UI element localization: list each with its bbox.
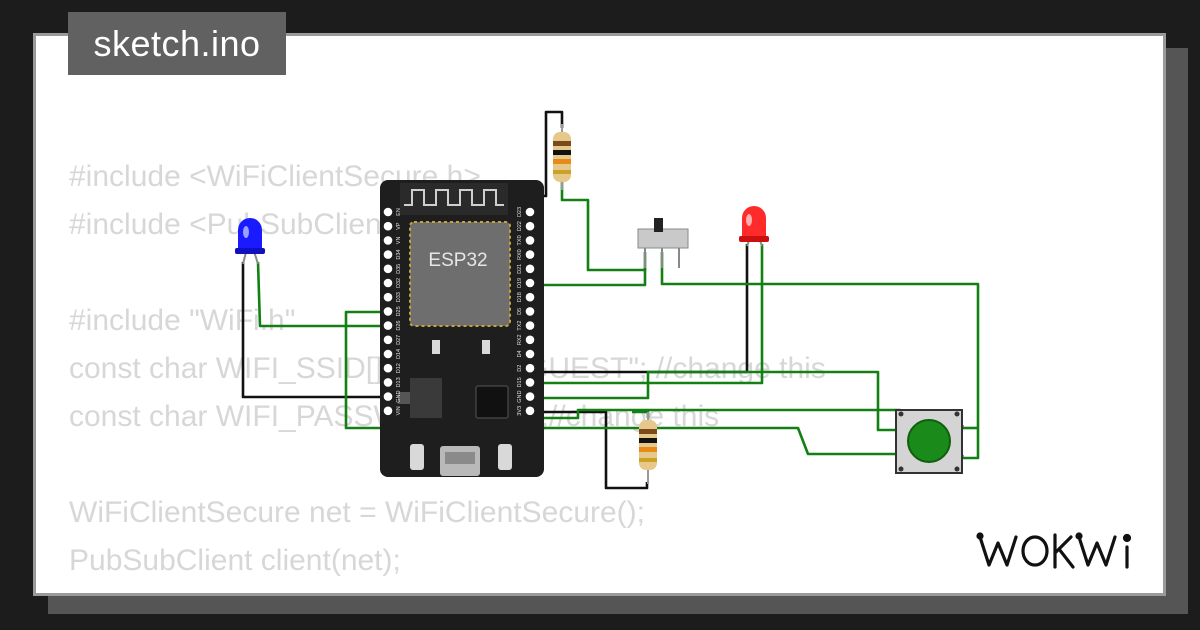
pin-label: GND — [396, 390, 402, 402]
pin-label: D26 — [396, 321, 402, 331]
pin-left-d32[interactable] — [383, 278, 393, 288]
pin-left-d34[interactable] — [383, 250, 393, 259]
wire-black-blue-led — [241, 262, 386, 399]
wire-black-bottom-resistor — [528, 410, 649, 490]
wire-green-bottom-resistor — [632, 410, 650, 418]
wire-green-d19 — [528, 268, 647, 287]
pin-label: D25 — [396, 306, 402, 316]
pin-label: D33 — [396, 292, 402, 302]
code-line: WiFiClientSecure net = WiFiClientSecure(… — [69, 496, 645, 529]
pin-left-vin[interactable] — [383, 406, 393, 416]
pin-right-d2[interactable] — [525, 363, 535, 373]
wire-green-blue-led — [256, 261, 386, 328]
pin-right-gnd[interactable] — [525, 392, 535, 401]
pin-label: D5 — [517, 308, 523, 315]
pin-label: D13 — [396, 377, 402, 387]
wire-green-top-resistor — [560, 182, 647, 272]
pin-right-rx2[interactable] — [525, 335, 535, 345]
pin-label: RX2 — [517, 334, 523, 345]
wire-black-red-led — [528, 244, 749, 374]
pin-right-tx0[interactable] — [525, 236, 535, 245]
pin-label: VN — [396, 237, 402, 245]
pin-left-d14[interactable] — [383, 349, 393, 359]
led-blue[interactable] — [235, 218, 265, 265]
pin-label: D35 — [396, 264, 402, 274]
pin-label: 3V3 — [517, 406, 523, 416]
pin-label: TX0 — [517, 235, 523, 245]
pin-right-rx0[interactable] — [525, 250, 535, 259]
pin-left-gnd[interactable] — [383, 392, 393, 401]
en-button[interactable] — [410, 444, 424, 470]
pin-left-vp[interactable] — [383, 221, 393, 231]
pin-right-d19[interactable] — [525, 278, 535, 288]
pin-label: D18 — [517, 292, 523, 302]
pin-left-d26[interactable] — [383, 321, 393, 330]
pin-label: D19 — [517, 278, 523, 288]
pin-right-tx2[interactable] — [525, 321, 535, 330]
pin-label: VIN — [396, 406, 402, 415]
pin-left-d33[interactable] — [383, 292, 393, 302]
pin-label: D22 — [517, 221, 523, 231]
pin-left-d13[interactable] — [383, 378, 393, 387]
pin-label: D14 — [396, 349, 402, 359]
pin-label: D23 — [517, 207, 523, 217]
pin-left-d27[interactable] — [383, 335, 393, 345]
esp32-board[interactable]: ESP32 ENVPVND34D35D32D33D25D26D27D14D12D… — [380, 180, 544, 477]
pin-label: D4 — [517, 350, 523, 357]
pin-right-d21[interactable] — [525, 264, 535, 274]
push-button-green[interactable] — [895, 409, 964, 474]
pin-label: VP — [396, 222, 402, 230]
pin-label: RX0 — [517, 249, 523, 260]
pin-label: D12 — [396, 363, 402, 373]
pin-left-d12[interactable] — [383, 363, 393, 373]
pin-right-d18[interactable] — [525, 292, 535, 302]
esp32-chip-label: ESP32 — [428, 250, 487, 271]
pin-right-d22[interactable] — [525, 221, 535, 231]
pin-label: D32 — [396, 278, 402, 288]
pin-left-en[interactable] — [383, 207, 393, 217]
pin-right-d15[interactable] — [525, 378, 535, 387]
pin-left-d35[interactable] — [383, 264, 393, 274]
wokwi-logo — [976, 532, 1132, 569]
pin-right-d5[interactable] — [525, 307, 535, 316]
pin-right-3v3[interactable] — [525, 406, 535, 416]
wire-green-d4 — [528, 370, 896, 432]
pin-left-d25[interactable] — [383, 307, 393, 316]
pin-label: D21 — [517, 264, 523, 274]
pin-label: EN — [396, 208, 402, 216]
pin-label: D34 — [396, 250, 402, 260]
pin-right-d4[interactable] — [525, 349, 535, 359]
code-line: PubSubClient client(net); — [69, 544, 401, 577]
switch-handle[interactable] — [654, 218, 663, 232]
wire-green-switch-right — [660, 252, 980, 460]
wire-green-d25 — [344, 310, 896, 456]
led-red[interactable] — [739, 206, 769, 247]
wire-green-red-led — [528, 244, 764, 385]
sketch-filename-tab[interactable]: sketch.ino — [68, 12, 286, 75]
resistor-bottom[interactable] — [639, 412, 657, 484]
slide-switch[interactable] — [637, 218, 689, 268]
boot-button[interactable] — [498, 444, 512, 470]
esp32-chip — [410, 222, 510, 326]
pin-right-d23[interactable] — [525, 207, 535, 217]
pin-left-vn[interactable] — [383, 236, 393, 245]
resistor-top[interactable] — [553, 124, 571, 190]
pin-label: D15 — [517, 377, 523, 387]
pin-label: D2 — [517, 365, 523, 372]
pin-label: D27 — [396, 335, 402, 345]
pin-label: GND — [517, 390, 523, 402]
pin-label: TX2 — [517, 321, 523, 331]
